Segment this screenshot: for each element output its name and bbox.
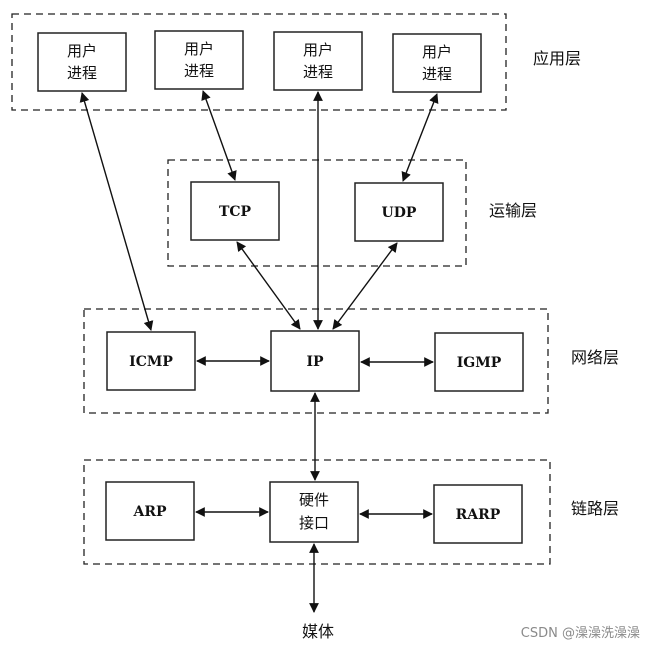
ip-box: IP <box>270 330 360 392</box>
user-process-4-line1: 用户 <box>422 43 452 61</box>
hardware-interface-line2: 接口 <box>299 514 329 532</box>
transport-layer-label: 运输层 <box>489 201 537 220</box>
user-process-3-line1: 用户 <box>303 41 333 59</box>
network-layer-label: 网络层 <box>571 348 619 367</box>
link-layer: 链路层 ARP 硬件 接口 RARP <box>83 459 619 565</box>
connectors <box>79 90 439 613</box>
arrow-process4-udp <box>401 93 439 182</box>
link-layer-label: 链路层 <box>571 499 619 518</box>
hardware-interface-box: 硬件 接口 <box>269 481 359 543</box>
udp-label: UDP <box>382 205 417 221</box>
application-layer: 应用层 用户 进程 用户 进程 用户 进程 用户 进程 <box>11 13 581 111</box>
arp-box: ARP <box>105 481 195 541</box>
arrow-tcp-ip <box>236 241 301 330</box>
application-layer-label: 应用层 <box>533 49 581 68</box>
udp-box: UDP <box>354 182 444 242</box>
icmp-label: ICMP <box>129 354 173 370</box>
hardware-interface-line1: 硬件 <box>299 491 329 509</box>
network-layer: 网络层 ICMP IP IGMP <box>83 308 619 414</box>
user-process-2-line1: 用户 <box>184 40 214 58</box>
user-process-3-line2: 进程 <box>303 63 333 81</box>
arrow-process1-icmp <box>79 92 154 331</box>
watermark: CSDN @澡澡洗澡澡 <box>521 626 640 641</box>
medium-label: 媒体 <box>302 622 334 641</box>
user-process-4-line2: 进程 <box>422 65 452 83</box>
ip-label: IP <box>306 354 324 370</box>
user-process-2-line2: 进程 <box>184 62 214 80</box>
rarp-label: RARP <box>456 507 501 523</box>
arrow-process2-tcp <box>201 90 237 181</box>
user-process-1-line2: 进程 <box>67 64 97 82</box>
user-process-box-3: 用户 进程 <box>273 31 363 91</box>
arrow-udp-ip <box>332 242 398 330</box>
user-process-1-line1: 用户 <box>67 42 97 60</box>
application-layer-frame <box>11 13 507 111</box>
igmp-label: IGMP <box>457 355 502 371</box>
igmp-box: IGMP <box>434 332 524 392</box>
tcp-box: TCP <box>190 181 280 241</box>
rarp-box: RARP <box>433 484 523 544</box>
user-process-box-1: 用户 进程 <box>37 32 127 92</box>
arp-label: ARP <box>132 504 166 520</box>
tcp-label: TCP <box>219 204 252 220</box>
transport-layer: 运输层 TCP UDP <box>167 159 537 267</box>
user-process-box-4: 用户 进程 <box>392 33 482 93</box>
user-process-box-2: 用户 进程 <box>154 30 244 90</box>
icmp-box: ICMP <box>106 331 196 391</box>
